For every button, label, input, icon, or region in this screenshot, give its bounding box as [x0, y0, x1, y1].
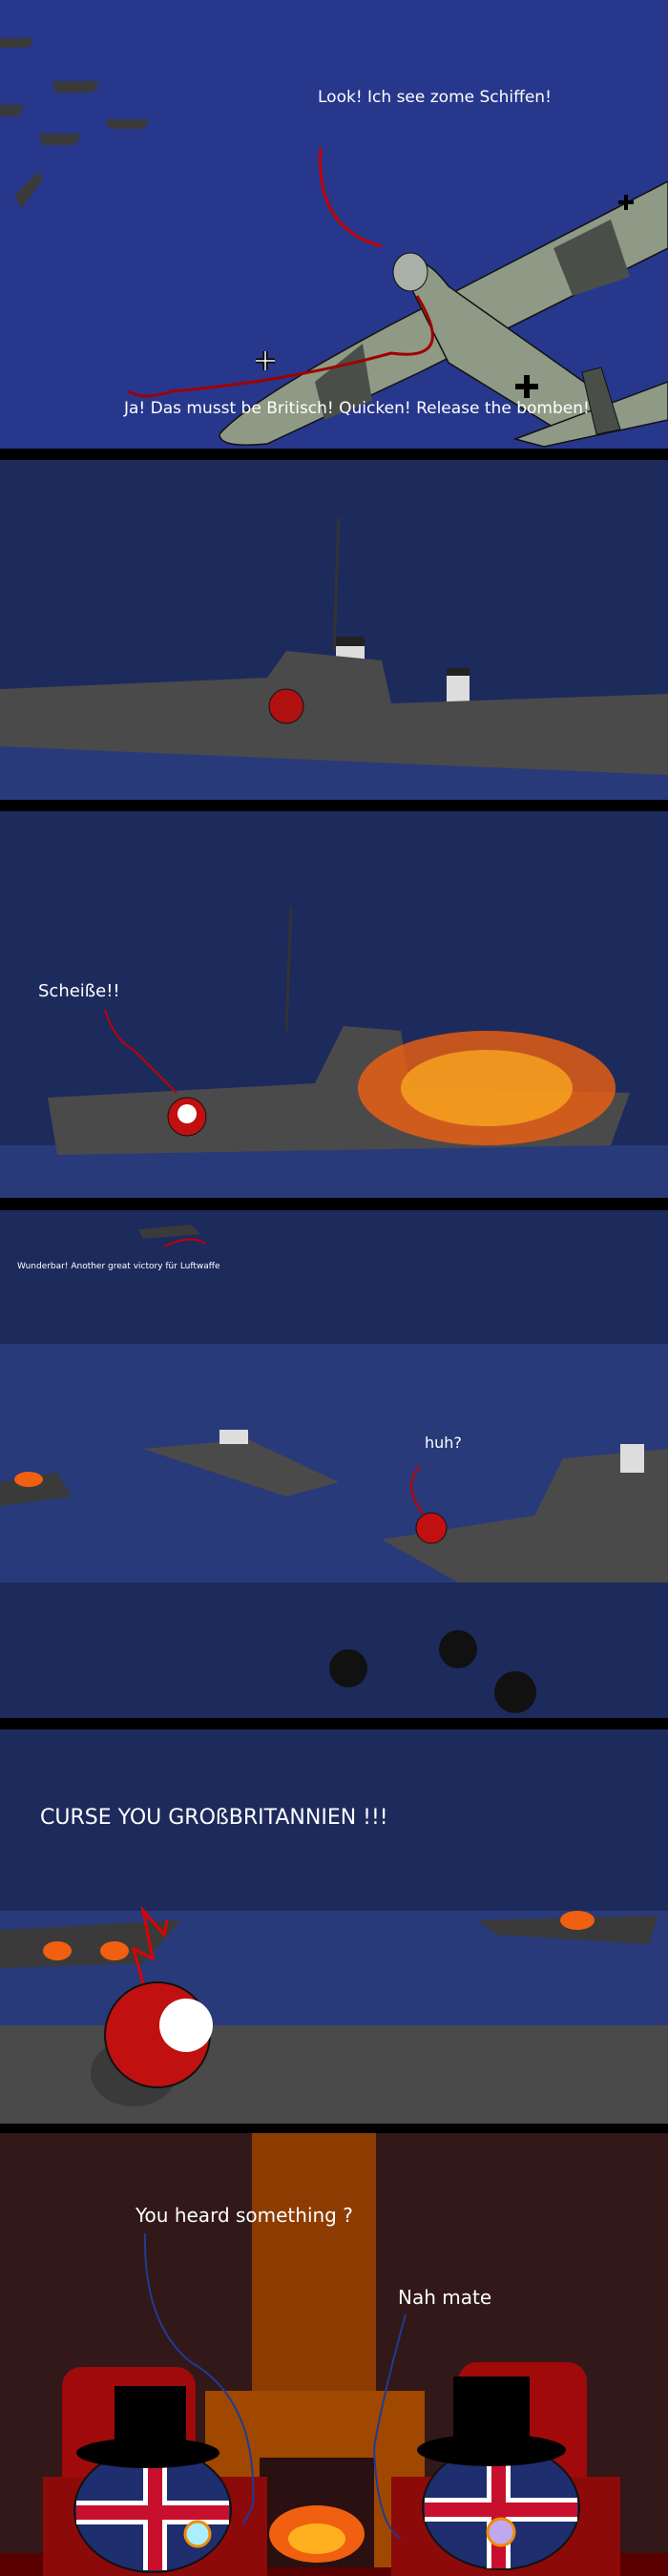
britain-ball-left	[73, 2386, 232, 2573]
speech-text: CURSE YOU GROßBRITANNIEN !!!	[40, 1806, 388, 1830]
bomber-silhouette	[138, 1225, 200, 1239]
speech-line	[410, 1465, 426, 1517]
germany-ball	[268, 688, 304, 724]
balkenkreuz-icon	[618, 195, 634, 210]
panel-bomber: Look! Ich see zome Schiffen! Ja! Das mus…	[0, 0, 668, 449]
monocle-icon	[183, 2520, 212, 2548]
bomber-illustration	[0, 38, 668, 448]
bomber-plane	[219, 180, 668, 448]
speech-text: huh?	[425, 1434, 462, 1452]
speech-text: Look! Ich see zome Schiffen!	[318, 88, 552, 107]
mines-illustration	[0, 1225, 668, 1713]
panel-explosion: Scheiße!!	[0, 811, 668, 1198]
panel-fireplace: You heard something ? Nah mate	[0, 2133, 668, 2576]
speech-line	[128, 295, 434, 398]
naval-mines	[329, 1630, 536, 1713]
speech-line	[319, 147, 383, 248]
speech-text: Scheiße!!	[38, 981, 120, 1001]
monocle-icon	[486, 2517, 516, 2547]
speech-text: Ja! Das musst be Britisch! Quicken! Rele…	[124, 399, 590, 418]
speech-line	[104, 1009, 177, 1094]
balkenkreuz-icon	[515, 375, 538, 398]
fireplace-illustration	[0, 2133, 668, 2576]
speech-text: Nah mate	[398, 2286, 492, 2309]
britain-ball-right	[417, 2377, 580, 2570]
balkenkreuz-icon	[256, 351, 275, 370]
panel-mines: Wunderbar! Another great victory für Luf…	[0, 1210, 668, 1718]
warship-illustration	[0, 516, 668, 800]
speech-text: Wunderbar! Another great victory für Luf…	[17, 1262, 220, 1271]
anger-zigzag	[131, 1905, 169, 2002]
germany-ball	[415, 1512, 448, 1544]
distant-ships	[0, 38, 151, 208]
speech-line	[372, 2314, 407, 2540]
explosion-illustration	[0, 906, 668, 1198]
speech-text: You heard something ?	[136, 2204, 353, 2227]
fire-explosion	[358, 1031, 616, 1145]
panel-ship	[0, 460, 668, 800]
speech-line	[143, 2232, 255, 2525]
curse-illustration	[0, 1905, 668, 2124]
panel-curse: CURSE YOU GROßBRITANNIEN !!!	[0, 1729, 668, 2124]
